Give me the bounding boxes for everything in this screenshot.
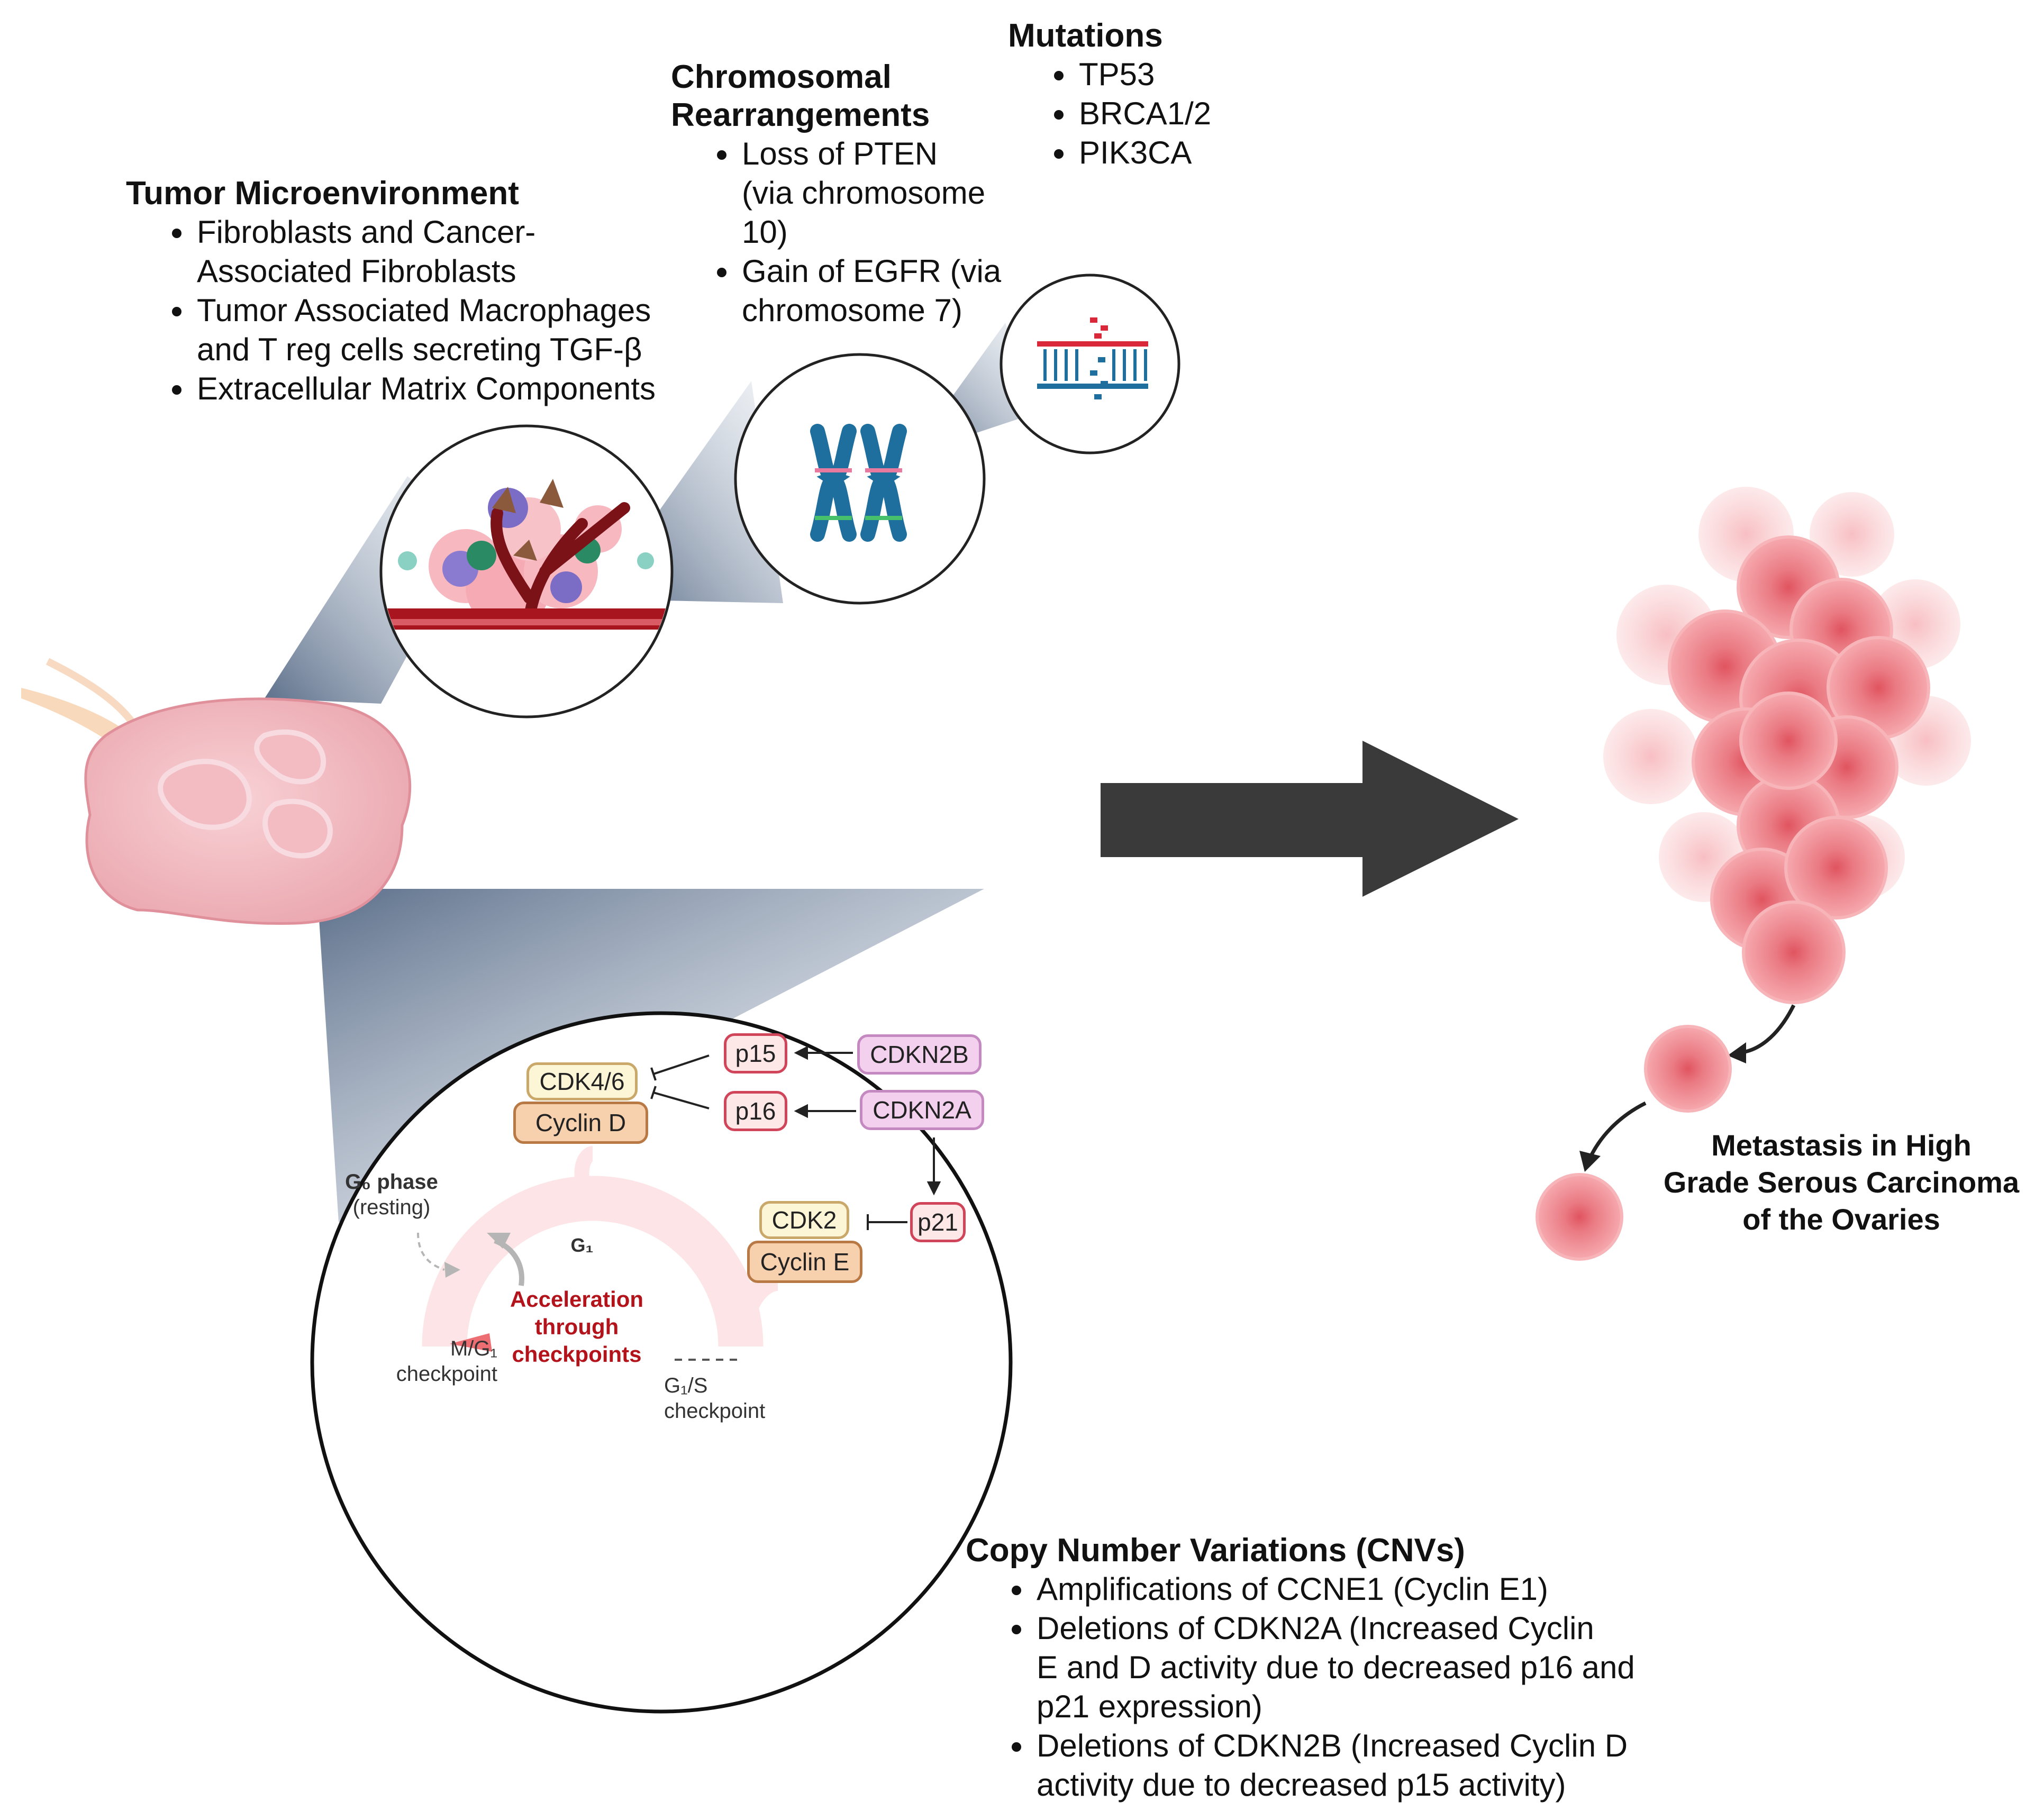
p16-box: p16: [724, 1091, 787, 1131]
g0-phase-label: G₀ phase(resting): [345, 1170, 438, 1219]
cdk2-box: CDK2: [759, 1201, 849, 1239]
tme-block: Tumor Microenvironment Fibroblasts and C…: [126, 175, 656, 408]
mutations-block: Mutations TP53 BRCA1/2 PIK3CA: [1008, 17, 1211, 172]
g1-label: G₁: [570, 1234, 594, 1256]
p21-box: p21: [910, 1202, 966, 1242]
list-item: Amplifications of CCNE1 (Cyclin E1): [1034, 1570, 1635, 1609]
chromosome-icon: [734, 353, 986, 605]
cnv-title: Copy Number Variations (CNVs): [966, 1532, 1465, 1569]
list-item: BRCA1/2: [1077, 94, 1211, 133]
cyclin-d-box: Cyclin D: [513, 1102, 648, 1144]
tumor-tissue-icon: [21, 658, 412, 925]
cdkn2a-box: CDKN2A: [860, 1090, 984, 1130]
p15-box: p15: [724, 1033, 787, 1073]
list-item: TP53: [1077, 55, 1211, 94]
tme-list: Fibroblasts and Cancer-Associated Fibrob…: [126, 213, 656, 408]
list-item: Extracellular Matrix Components: [195, 369, 656, 408]
cyclin-e-box: Cyclin E: [747, 1241, 862, 1283]
flow-arrow-icon: [1101, 741, 1519, 897]
list-item: PIK3CA: [1077, 133, 1211, 172]
microenvironment-icon: [379, 424, 674, 718]
cdkn2b-box: CDKN2B: [857, 1034, 982, 1075]
dna-mutation-icon: [1000, 274, 1180, 454]
cell-cycle-circle: [310, 1011, 1013, 1714]
mutations-list: TP53 BRCA1/2 PIK3CA: [1008, 55, 1211, 172]
cnv-list: Amplifications of CCNE1 (Cyclin E1) Dele…: [966, 1570, 1635, 1805]
tme-title: Tumor Microenvironment: [126, 175, 519, 212]
list-item: Deletions of CDKN2B (Increased Cyclin Da…: [1034, 1726, 1635, 1805]
mutations-title: Mutations: [1008, 17, 1163, 54]
cnv-block: Copy Number Variations (CNVs) Amplificat…: [966, 1532, 1635, 1805]
tumor-cell-cluster-icon: [1536, 487, 1971, 1261]
list-item: Fibroblasts and Cancer-Associated Fibrob…: [195, 213, 656, 291]
cdk46-box: CDK4/6: [526, 1062, 638, 1100]
